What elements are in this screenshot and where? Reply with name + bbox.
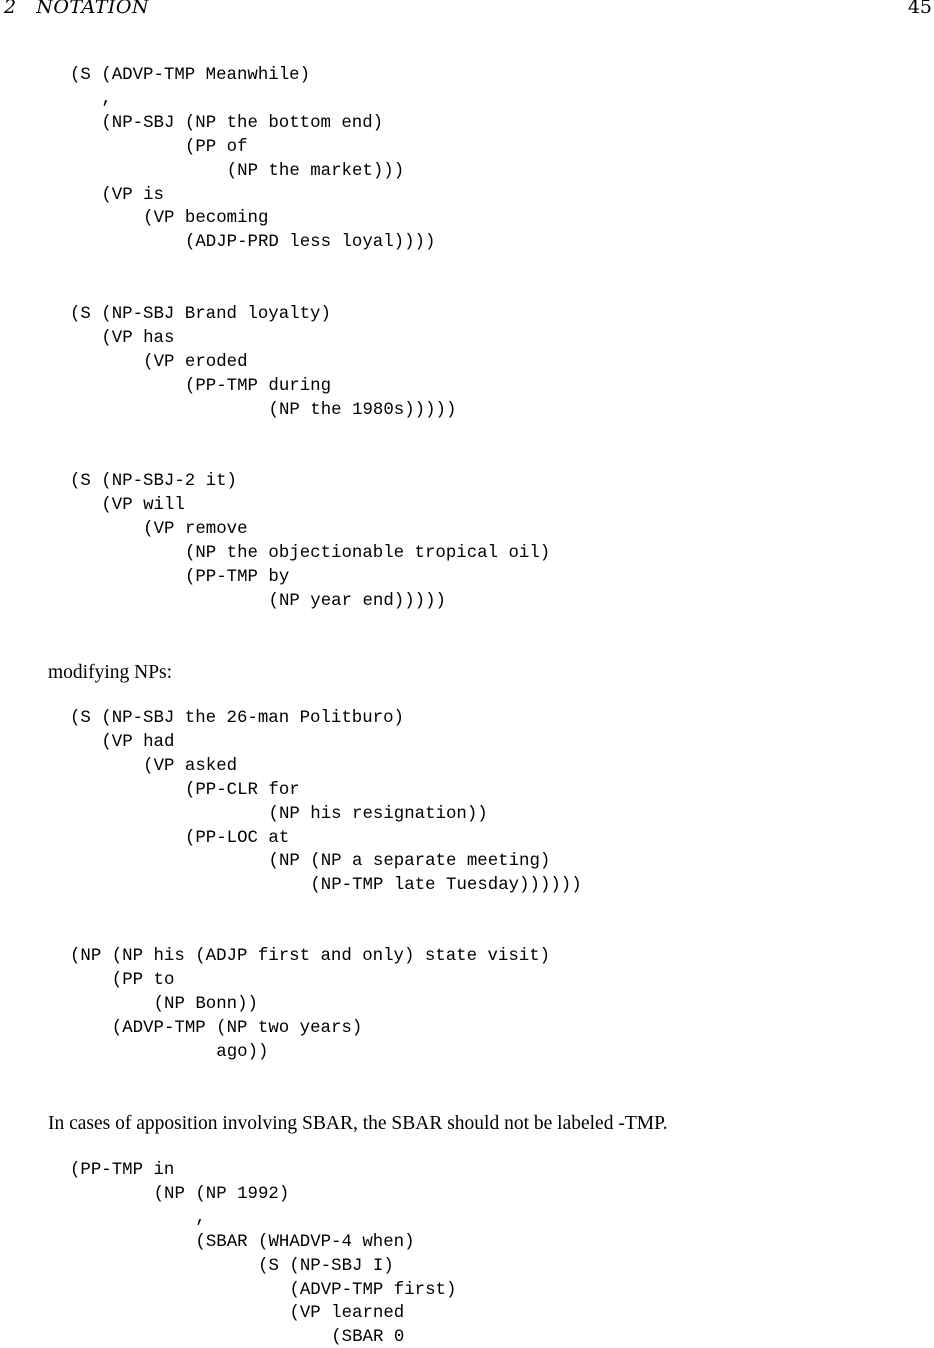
- tree-line: (ADVP-TMP (NP two years): [111, 1018, 363, 1038]
- tree-line: (NP-TMP late Tuesday)))))): [310, 876, 582, 896]
- tree-line: (S (NP-SBJ Brand loyalty): [70, 305, 331, 324]
- tree-line: (PP-TMP in: [70, 1161, 175, 1180]
- tree-line: (NP the objectionable tropical oil): [184, 543, 551, 563]
- tree-line: (NP (NP his (ADJP first and only) state …: [70, 947, 551, 966]
- tree-line: (VP has: [101, 328, 175, 348]
- tree-line: (NP his resignation)): [268, 804, 488, 824]
- tree-line: (SBAR (WHADVP-4 when): [195, 1232, 415, 1252]
- tree-line: (S (ADVP-TMP Meanwhile): [70, 66, 311, 85]
- tree-line: ,: [101, 89, 112, 109]
- tree-line: (ADVP-TMP first): [289, 1280, 457, 1300]
- tree-line: (S (NP-SBJ-2 it): [70, 472, 237, 491]
- tree-line: ,: [195, 1208, 206, 1228]
- tree-line: (NP (NP a separate meeting): [268, 852, 551, 872]
- section-title: 2 NOTATION: [4, 0, 150, 18]
- tree-line: (S (NP-SBJ the 26-man Politburo): [70, 709, 404, 728]
- tree-line: (VP eroded: [143, 352, 248, 372]
- tree-line: (NP the market))): [226, 161, 405, 181]
- tree-line: (PP to: [111, 970, 175, 990]
- tree-line: (S (NP-SBJ I): [258, 1256, 394, 1276]
- tree-line: (ADJP-PRD less loyal)))): [184, 233, 436, 253]
- tree-line: (VP learned: [289, 1304, 405, 1324]
- page-number: 45: [907, 0, 932, 18]
- tree-line: (NP (NP 1992): [153, 1184, 290, 1204]
- tree-line: (PP of: [184, 137, 248, 157]
- body-paragraph: In cases of apposition involving SBAR, t…: [48, 1113, 668, 1134]
- body-paragraph: modifying NPs:: [48, 662, 173, 683]
- tree-line: (PP-TMP by: [184, 567, 290, 587]
- tree-line: (NP-SBJ (NP the bottom end): [101, 113, 384, 133]
- tree-line: (VP is: [101, 185, 164, 205]
- tree-line: (VP will: [101, 495, 185, 515]
- tree-line: (SBAR 0: [331, 1328, 405, 1348]
- tree-line: (NP Bonn)): [153, 994, 258, 1014]
- tree-line: (NP the 1980s))))): [268, 400, 457, 420]
- tree-line: (PP-CLR for: [184, 780, 300, 800]
- tree-line: ago)): [216, 1042, 269, 1062]
- tree-line: (VP asked: [143, 756, 238, 776]
- tree-line: (VP had: [101, 732, 175, 752]
- tree-line: (VP becoming: [143, 209, 269, 229]
- tree-line: (PP-LOC at: [184, 828, 290, 848]
- tree-line: (VP remove: [143, 519, 248, 539]
- tree-line: (NP year end))))): [268, 591, 446, 611]
- tree-line: (PP-TMP during: [184, 376, 332, 396]
